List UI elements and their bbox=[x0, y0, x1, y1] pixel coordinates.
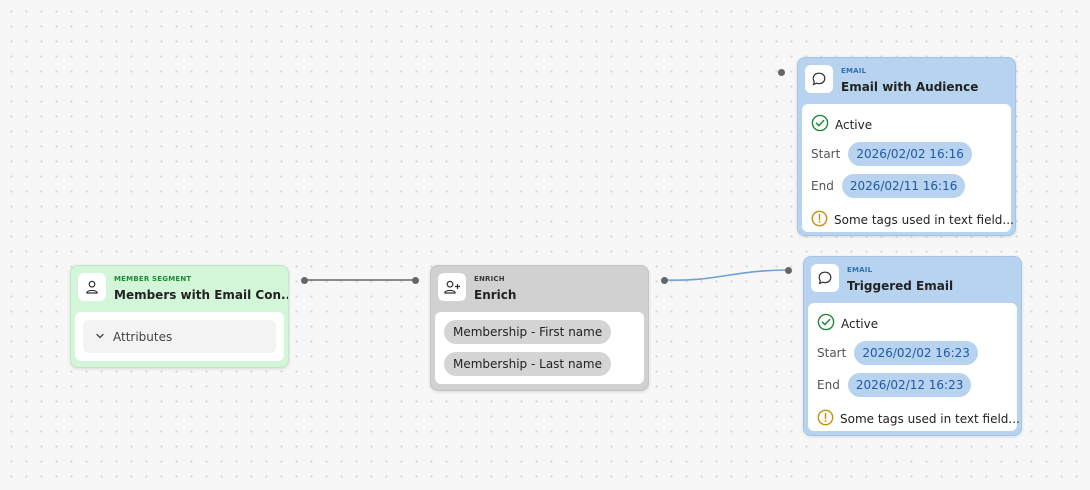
warning-text: Some tags used in text field... bbox=[840, 412, 1020, 426]
warning-text: Some tags used in text field... bbox=[834, 213, 1014, 227]
enrich-field-pill[interactable]: Membership - Last name bbox=[444, 352, 611, 376]
enrich-node-body: Membership - First name Membership - Las… bbox=[435, 312, 644, 384]
enrich-output-handle[interactable] bbox=[661, 277, 668, 284]
segment-node-title: Members with Email Con... bbox=[114, 288, 289, 302]
segment-output-handle[interactable] bbox=[301, 277, 308, 284]
segment-node-header[interactable]: MEMBER SEGMENT Members with Email Con... bbox=[71, 266, 288, 312]
attributes-label: Attributes bbox=[113, 329, 173, 344]
edge-enrich-triggered-email[interactable] bbox=[664, 269, 789, 282]
user-plus-icon bbox=[438, 273, 466, 301]
enrich-node[interactable]: ENRICH Enrich Membership - First name Me… bbox=[430, 265, 649, 391]
email-audience-title: Email with Audience bbox=[841, 80, 979, 94]
alert-circle-icon bbox=[811, 210, 828, 230]
end-date-row: End 2026/02/12 16:23 bbox=[817, 373, 972, 397]
end-date-pill[interactable]: 2026/02/12 16:23 bbox=[847, 373, 972, 397]
triggered-email-title: Triggered Email bbox=[847, 279, 954, 293]
warning-row[interactable]: Some tags used in text field... bbox=[811, 210, 1014, 230]
start-date-row: Start 2026/02/02 16:16 bbox=[811, 142, 972, 166]
email-audience-body: Active Start 2026/02/02 16:16 End 2026/0… bbox=[802, 104, 1014, 232]
attributes-toggle[interactable]: Attributes bbox=[83, 320, 276, 353]
triggered-email-node[interactable]: EMAIL Triggered Email Active Start 2026/… bbox=[803, 256, 1022, 436]
enrich-field-pill[interactable]: Membership - First name bbox=[444, 320, 612, 344]
triggered-email-input-handle[interactable] bbox=[785, 267, 792, 274]
status-row: Active bbox=[817, 313, 878, 334]
status-label: Active bbox=[835, 117, 873, 132]
check-circle-icon bbox=[811, 114, 829, 135]
email-audience-type: EMAIL bbox=[841, 67, 867, 75]
start-label: Start bbox=[811, 147, 841, 161]
email-audience-node[interactable]: EMAIL Email with Audience Active Start 2… bbox=[797, 57, 1016, 236]
email-audience-header[interactable]: EMAIL Email with Audience bbox=[798, 58, 1015, 104]
start-label: Start bbox=[817, 346, 847, 360]
enrich-input-handle[interactable] bbox=[412, 277, 419, 284]
email-audience-input-handle[interactable] bbox=[778, 69, 785, 76]
chevron-down-icon bbox=[95, 330, 105, 344]
status-label: Active bbox=[841, 316, 879, 331]
start-date-pill[interactable]: 2026/02/02 16:23 bbox=[854, 341, 978, 365]
start-date-row: Start 2026/02/02 16:23 bbox=[817, 341, 978, 365]
triggered-email-body: Active Start 2026/02/02 16:23 End 2026/0… bbox=[808, 303, 1020, 431]
end-date-row: End 2026/02/11 16:16 bbox=[811, 174, 966, 198]
check-circle-icon bbox=[817, 313, 835, 334]
member-segment-node[interactable]: MEMBER SEGMENT Members with Email Con...… bbox=[70, 265, 289, 368]
end-date-pill[interactable]: 2026/02/11 16:16 bbox=[841, 174, 966, 198]
status-row: Active bbox=[811, 114, 872, 135]
triggered-email-header[interactable]: EMAIL Triggered Email bbox=[804, 257, 1021, 303]
triggered-email-type: EMAIL bbox=[847, 266, 873, 274]
chat-bubble-icon bbox=[811, 264, 839, 292]
enrich-node-title: Enrich bbox=[474, 288, 517, 302]
warning-row[interactable]: Some tags used in text field... bbox=[817, 409, 1020, 429]
user-icon bbox=[78, 273, 106, 301]
enrich-node-header[interactable]: ENRICH Enrich bbox=[431, 266, 648, 312]
end-label: End bbox=[817, 378, 840, 392]
enrich-node-type: ENRICH bbox=[474, 275, 505, 283]
segment-node-body: Attributes bbox=[75, 312, 284, 361]
alert-circle-icon bbox=[817, 409, 834, 429]
segment-node-type: MEMBER SEGMENT bbox=[114, 275, 192, 283]
chat-bubble-icon bbox=[805, 65, 833, 93]
start-date-pill[interactable]: 2026/02/02 16:16 bbox=[848, 142, 972, 166]
end-label: End bbox=[811, 179, 834, 193]
